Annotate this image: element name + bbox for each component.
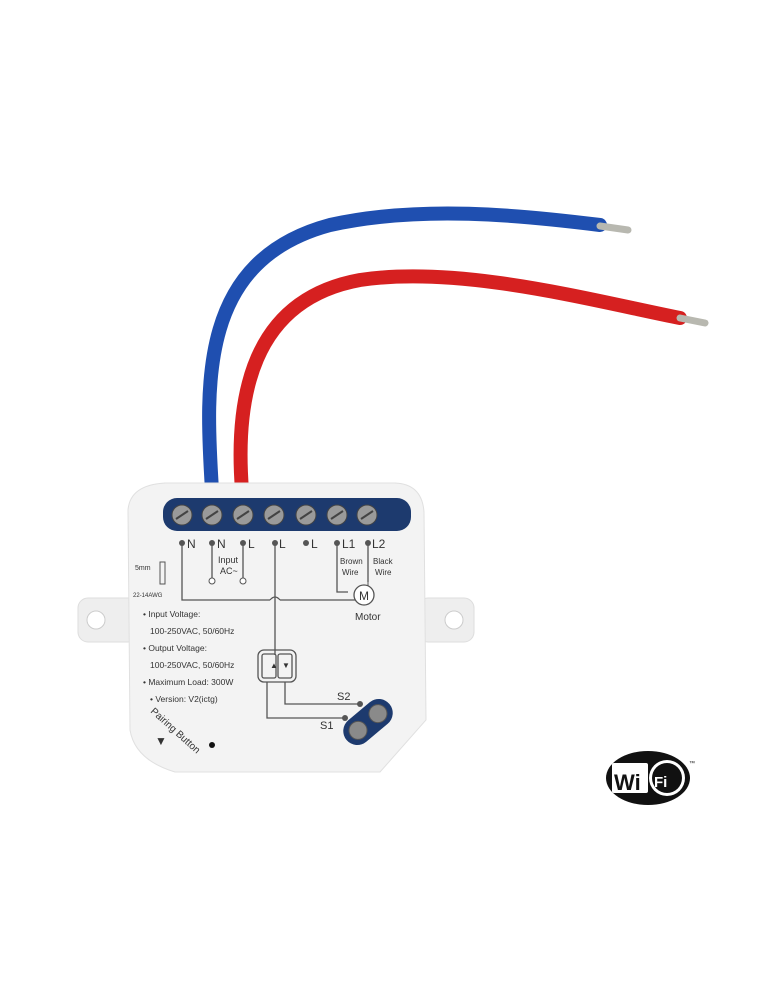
terminal-label: L1	[342, 537, 356, 551]
mounting-ear-left	[77, 597, 139, 643]
s1-label: S1	[320, 720, 333, 732]
input-ac-label-2: AC~	[220, 566, 238, 576]
svg-text:Fi: Fi	[654, 774, 667, 791]
up-arrow-icon: ▲	[270, 661, 278, 670]
mounting-ear-right	[417, 597, 475, 643]
awg-label: 22-14AWG	[133, 593, 163, 599]
spec-line: • Maximum Load: 300W	[143, 677, 233, 687]
spec-line: • Input Voltage:	[143, 609, 200, 619]
terminal-label: N	[187, 537, 196, 551]
terminal-label: L	[248, 537, 255, 551]
terminal-label: N	[217, 537, 226, 551]
red-wire-tip	[676, 314, 709, 327]
black-wire-label: Black	[373, 557, 394, 566]
brown-wire-label: Brown	[340, 557, 363, 566]
wifi-logo: Wi Fi ™	[606, 751, 695, 805]
s2-label: S2	[337, 691, 350, 703]
red-wire	[233, 269, 687, 497]
down-arrow-icon: ▼	[282, 661, 290, 670]
pairing-arrow-icon: ▼	[155, 734, 167, 748]
input-ac-label: Input	[218, 555, 239, 565]
motor-symbol	[353, 584, 375, 606]
terminal-block	[163, 498, 411, 531]
terminal-label: L2	[372, 537, 386, 551]
spec-line: 100-250VAC, 50/60Hz	[150, 660, 234, 670]
spec-line: 100-250VAC, 50/60Hz	[150, 626, 234, 636]
motor-symbol-label: M	[359, 589, 369, 603]
module-body	[127, 482, 427, 773]
switch-terminal-block	[343, 699, 393, 745]
wiring-diagram	[181, 543, 369, 719]
brown-wire-label-2: Wire	[342, 568, 359, 577]
svg-text:Wi: Wi	[614, 770, 641, 795]
strip-length-label: 5mm	[135, 565, 151, 572]
trademark-symbol: ™	[689, 760, 695, 767]
blue-wire	[202, 206, 607, 497]
blue-wire-tip	[596, 222, 632, 234]
motor-label: Motor	[355, 612, 381, 623]
terminal-label: L	[311, 537, 318, 551]
spec-line: • Output Voltage:	[143, 643, 207, 653]
black-wire-label-2: Wire	[375, 568, 392, 577]
pairing-button[interactable]	[209, 742, 215, 748]
terminal-label: L	[279, 537, 286, 551]
spec-line: • Version: V2(ictg)	[150, 694, 218, 704]
